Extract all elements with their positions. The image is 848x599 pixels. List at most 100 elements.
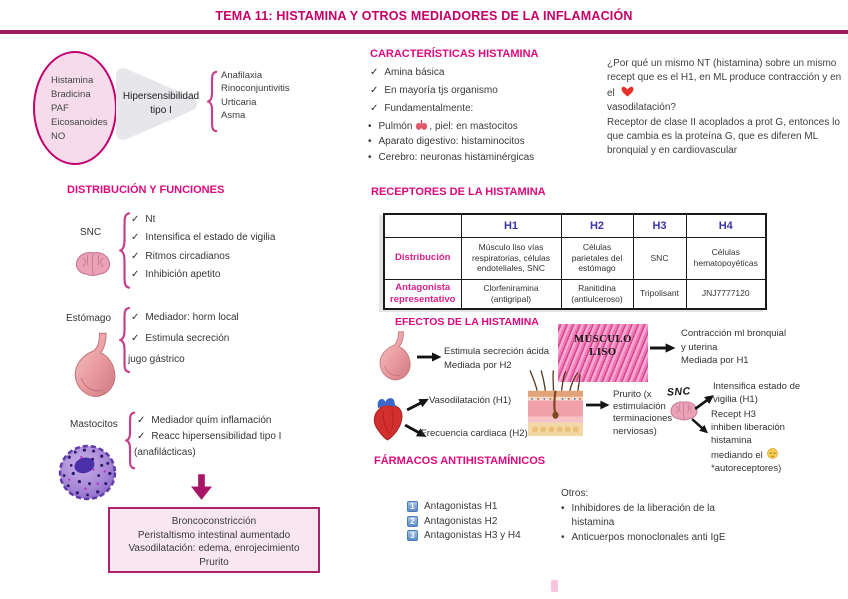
bullet-icon: • — [368, 136, 372, 148]
heart-icon — [369, 395, 406, 442]
right-arrow-icon — [404, 393, 432, 415]
bullet-icon: • — [368, 120, 372, 132]
table-header-h3: H3 — [632, 213, 687, 238]
check-item: ✓Inhibición apetito — [131, 266, 275, 284]
check-icon: ✓ — [131, 214, 140, 225]
efecto-piel-text: Prurito (x estimulación terminaciones ne… — [613, 389, 673, 437]
efecto-line: Contracción ml bronquial — [681, 328, 787, 339]
table-cell: Clorfeniramina (antigripal) — [460, 278, 562, 310]
check-item: ✓Intensifica el estado de vigilia — [131, 229, 275, 247]
title-rule — [0, 30, 848, 34]
check-icon: ✓ — [137, 431, 146, 443]
check-icon: ✓ — [370, 67, 379, 78]
efecto-line: Recept H3 — [711, 409, 756, 420]
check-text: Nt — [145, 214, 156, 225]
estomago-check-list: ✓ Mediador: horm local ✓ Estimula secreció… — [128, 307, 239, 370]
table-cell: Células parietales del estómago — [560, 236, 634, 280]
box-line: Peristaltismo intestinal aumentado — [137, 529, 291, 541]
check-icon: ✓ — [370, 103, 379, 115]
table-cell: SNC — [632, 236, 687, 280]
bullet-text: Aparato digestivo: histaminocitos — [378, 136, 525, 148]
note-question-part2: vasodilatación? — [607, 102, 676, 114]
oval-item: NO — [51, 131, 66, 142]
caracteristicas-section: CARACTERÍSTICAS HISTAMINA ✓Amina básica … — [368, 48, 622, 166]
check-item: ✓ Nt — [131, 211, 275, 229]
hypersensitivity-outcomes: Anafilaxia Rinoconjuntivitis Urticaria A… — [221, 69, 290, 122]
bullet-text: Pulmón, piel: en mastocitos — [379, 119, 518, 135]
outcome-item: Anafilaxia — [221, 70, 263, 81]
otros-title: Otros: — [561, 488, 589, 499]
page-number-mark — [551, 580, 558, 592]
brain-icon — [74, 250, 112, 277]
check-icon: ✓ — [137, 415, 146, 426]
check-text: Mediador: horm local — [145, 312, 239, 323]
check-text: En mayoría tjs organismo — [384, 85, 498, 97]
bullet-text: Anticuerpos monoclonales anti IgE — [571, 531, 726, 543]
farmaco-label: Antagonistas H2 — [424, 515, 498, 527]
check-text: Fundamentalmente: — [384, 103, 474, 115]
table-corner-cell — [383, 213, 462, 238]
musculo-liso-image: MÚSCULO LISO — [558, 324, 648, 382]
brace-icon — [207, 70, 218, 133]
row-label: Distribución — [383, 236, 462, 280]
check-text: Reacc hipersensibilidad tipo I — [151, 431, 282, 443]
bullet-item: • Anticuerpos monoclonales anti IgE — [561, 531, 758, 545]
box-line: Broncoconstricción — [171, 516, 257, 527]
box-line: Prurito — [199, 556, 229, 568]
stomach-icon — [371, 331, 416, 384]
efecto-line: Mediada por H1 — [681, 355, 749, 367]
sleepy-face-icon — [767, 448, 778, 459]
efecto-line: *autoreceptores) — [711, 462, 782, 474]
efecto-snc-up-text: Intensifica estado de vigilia (H1) — [713, 381, 801, 406]
check-text: Ritmos circadianos — [145, 250, 230, 262]
receptores-heading: RECEPTORES DE LA HISTAMINA — [371, 186, 546, 198]
number-3-icon: 3 — [407, 530, 418, 541]
efecto-line: Estimula secreción ácida — [444, 346, 550, 357]
mastocitos-extra-text: (anafilácticas) — [134, 447, 196, 459]
check-icon: ✓ — [131, 333, 140, 344]
table-cell: Músculo liso vías respiratorias, células… — [460, 236, 562, 280]
table-cell: Tripolisant — [632, 278, 687, 310]
table-row-antagonista: Antagonista representativo Clorfeniramin… — [383, 278, 767, 310]
hypersensitivity-line1: Hipersensibilidad — [122, 91, 200, 102]
bullet-item: •Inhibidores de la liberación de la hist… — [561, 502, 758, 529]
bullet-item: • Cerebro: neuronas histaminérgicas — [368, 150, 622, 166]
hypersensitivity-label: Hipersensibilidad tipo I — [110, 90, 212, 118]
mediators-oval: Histamina Bradicina PAF Eicosanoides NO — [33, 51, 117, 165]
bullet-icon: • — [561, 531, 565, 543]
table-header-h1: H1 — [460, 213, 562, 238]
number-2-icon: 2 — [407, 515, 418, 527]
table-header-h4: H4 — [685, 213, 767, 238]
right-arrow-icon — [650, 342, 676, 354]
hypersensitivity-line2: tipo I — [150, 105, 172, 116]
note-answer: Receptor de clase II acoplados a prot G,… — [607, 116, 840, 157]
bullet-icon: • — [368, 152, 372, 164]
table-cell: JNJ7777120 — [685, 278, 767, 310]
right-arrow-icon — [688, 415, 712, 439]
box-line: Vasodilatación: edema, enrojecimiento — [128, 543, 300, 555]
stomach-icon — [68, 332, 118, 402]
right-arrow-icon — [586, 399, 610, 411]
check-text: Estimula secreción — [145, 333, 230, 344]
caracteristicas-heading: CARACTERÍSTICAS HISTAMINA — [370, 48, 539, 60]
table-row-distribucion: Distribución Músculo liso vías respirato… — [383, 236, 767, 280]
check-item: ✓Amina básica — [370, 64, 622, 82]
snc-script-label: SNC — [666, 385, 691, 399]
check-icon: ✓ — [370, 85, 379, 97]
mastocitos-check-list: ✓Mediador quím inflamación ✓Reacc hipers… — [134, 413, 282, 462]
efecto-line: mediando el — [711, 449, 763, 461]
brace-icon — [119, 211, 131, 290]
bullet-text: Cerebro: neuronas histaminérgicas — [378, 152, 535, 164]
mastocitos-label: Mastocitos — [70, 419, 118, 430]
right-arrow-icon — [417, 351, 442, 363]
outcome-item: Urticaria — [221, 96, 257, 108]
check-icon: ✓ — [131, 250, 140, 262]
row-label: Antagonista representativo — [383, 278, 462, 310]
efecto-estomago-text: Estimula secreción ácida Mediada por H2 — [444, 345, 549, 373]
check-icon: ✓ — [131, 268, 140, 280]
table-cell: Células hematopoyéticas — [685, 236, 767, 280]
check-icon: ✓ — [131, 312, 140, 323]
note-question-part1: ¿Por qué un mismo NT (histamina) sobre u… — [607, 58, 842, 99]
